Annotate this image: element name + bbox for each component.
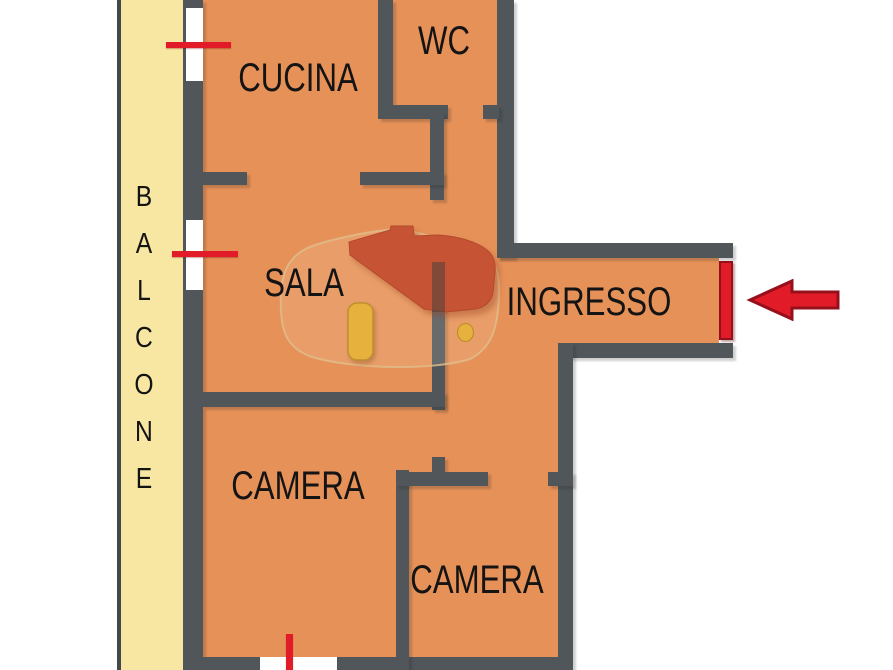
bottom-window <box>260 657 337 670</box>
room-label-balcone: BALCONE <box>130 181 158 510</box>
wall-wc-bottom-right <box>483 105 499 119</box>
room-label-cucina: CUCINA <box>238 56 358 100</box>
balcony-strip <box>121 0 183 670</box>
room-label-ingresso: INGRESSO <box>506 280 672 324</box>
wall-hall-stub <box>432 457 445 473</box>
wall-ingresso-bottom <box>558 343 733 358</box>
room-label-camera-2: CAMERA <box>410 558 544 602</box>
wall-outer-right-lower <box>558 343 573 670</box>
wall-ingresso-top <box>497 243 733 258</box>
wall-sala-bottom <box>203 392 445 407</box>
room-label-wc: WC <box>418 19 470 63</box>
room-label-camera-1: CAMERA <box>231 464 365 508</box>
room-label-sala: SALA <box>264 261 344 305</box>
entry-door-marker <box>719 261 733 340</box>
wall-sala-right <box>432 262 445 410</box>
balcony-window-top-marker <box>166 42 231 48</box>
wall-camera-divider <box>396 470 409 670</box>
entry-arrow-icon <box>746 278 840 322</box>
wall-camera2-top-stub <box>548 472 573 486</box>
wall-outer-right-upper <box>497 0 514 258</box>
wall-outer-bottom <box>183 657 573 670</box>
balcony-window-middle-marker <box>172 251 238 257</box>
bottom-window-marker <box>286 634 293 670</box>
wall-corridor-stub <box>430 112 444 200</box>
wall-cucina-wc-divider <box>378 0 393 107</box>
balcony-outer-edge <box>117 0 121 670</box>
wall-cucina-door-left <box>203 172 247 185</box>
wall-camera2-top <box>396 472 488 486</box>
wall-cucina-door-right <box>360 172 444 185</box>
wall-outer-left <box>183 0 203 670</box>
